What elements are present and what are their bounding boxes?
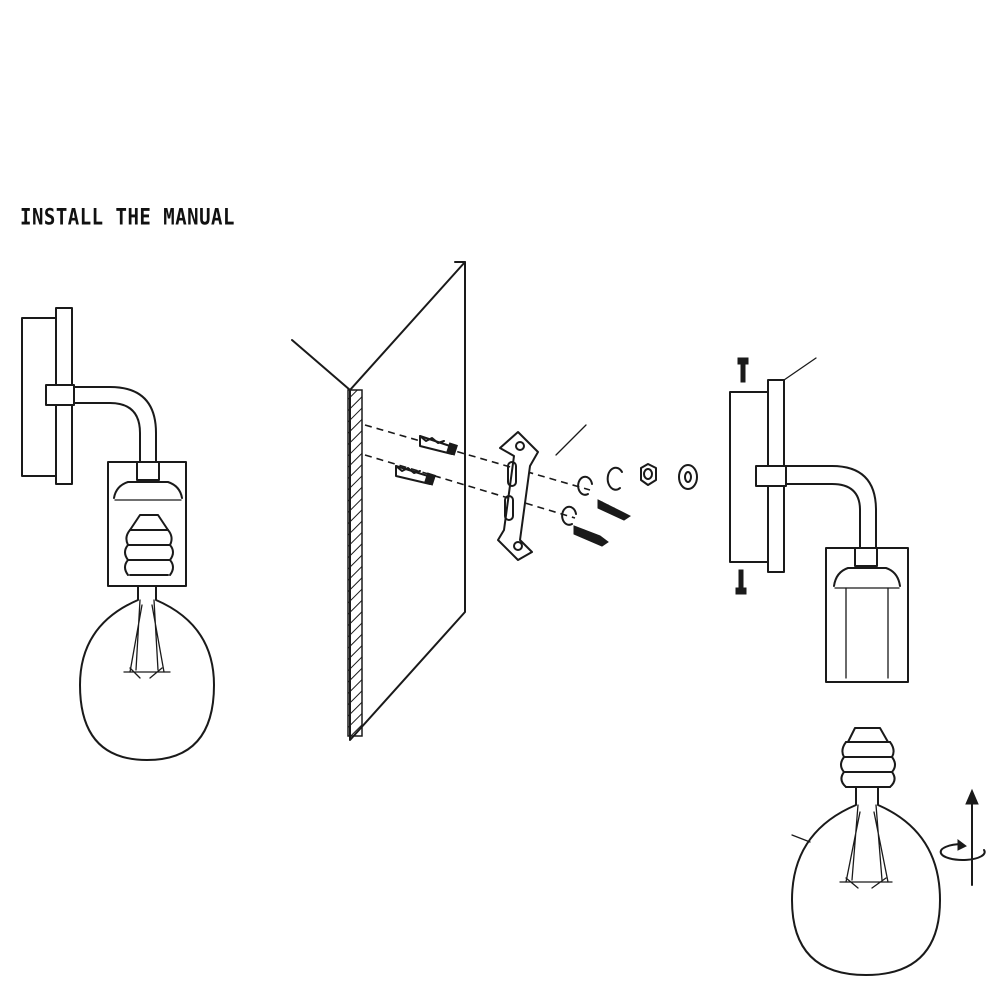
split-washer-2 [561,505,577,526]
arm-connector [45,384,75,406]
mounting-screw-2 [573,525,609,547]
rotate-clockwise-arrow-icon [939,788,986,886]
bulb-globe-right [791,786,941,976]
alignment-guides [364,424,591,519]
cage-shoulder [113,481,183,499]
hex-nut [640,463,657,486]
mounting-bracket [497,424,587,561]
lamp-arm-inner [785,483,861,551]
wall-anchor-2 [395,465,436,486]
bulb-threads [843,741,893,788]
bulb-base-tip [847,727,889,743]
lamp-arm-outer [785,465,877,551]
lamp-arm-connector [755,465,787,487]
cage-top-nut [136,461,160,481]
flat-washer [678,464,698,490]
assembled-wall-lamp [21,307,215,761]
bulb-globe [79,585,215,761]
bulb-filament-right [845,804,889,883]
arm-outer [73,386,157,466]
lamp-socket-cage [825,547,909,683]
wall-face [349,261,466,741]
split-washer-3 [606,466,623,491]
light-bulb [791,727,941,976]
page-title: INSTALL THE MANUAL [20,205,235,231]
split-washer-1 [577,475,593,496]
wall-anchor-1 [419,435,458,456]
mounting-screw-1 [597,499,631,521]
lamp-body-exploded [729,357,909,683]
bulb-filament [129,599,165,673]
wall-section [291,261,466,741]
arm-inner [73,402,141,466]
wall-hatching [347,389,363,737]
